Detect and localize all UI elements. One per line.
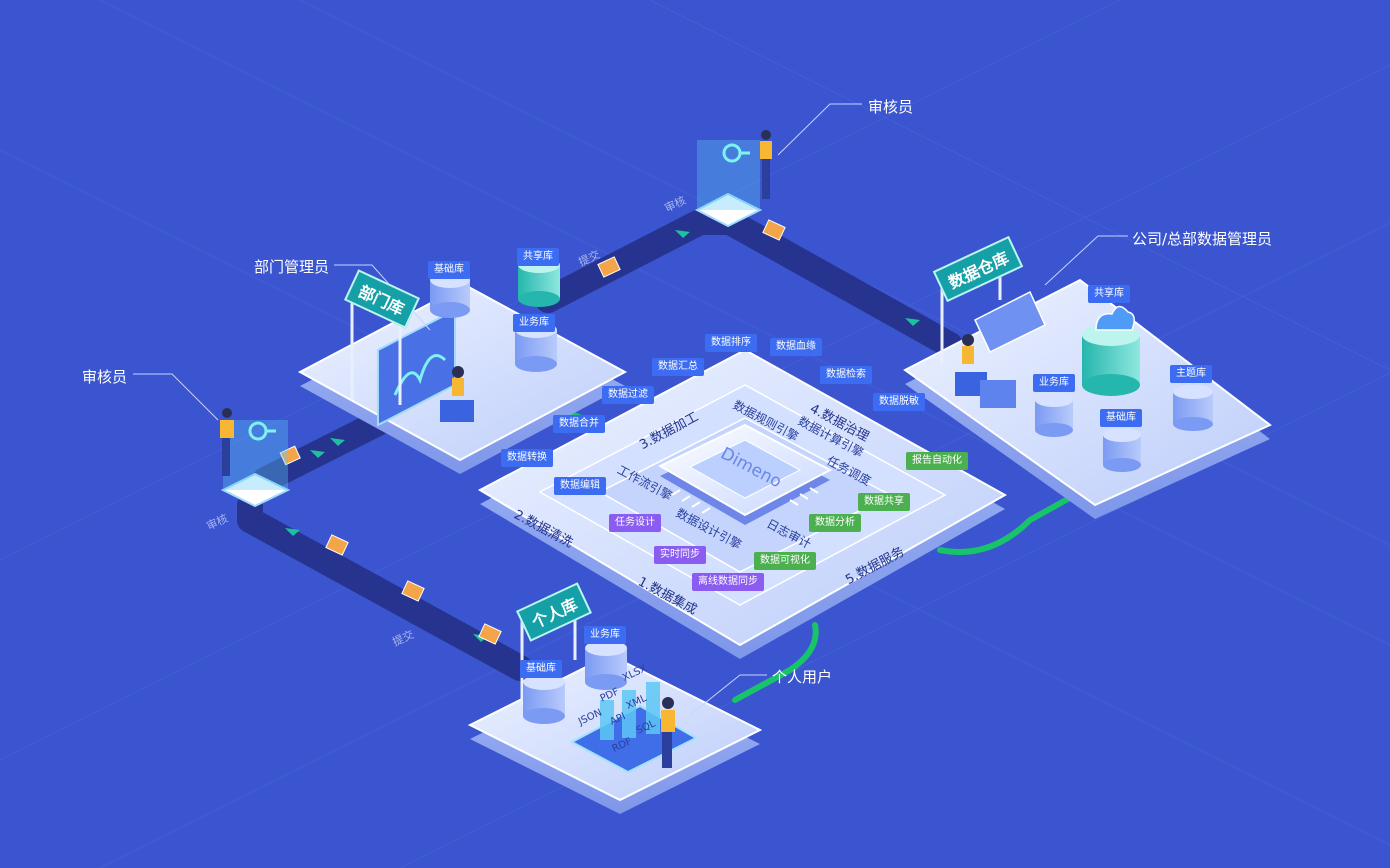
dept-admin-label: 部门管理员 xyxy=(254,258,330,276)
auditor-station-left xyxy=(220,408,291,508)
auditor-station-top xyxy=(694,130,772,228)
tag-offline-sync: 离线数据同步 xyxy=(692,573,764,591)
tag-filter: 数据过滤 xyxy=(602,386,654,404)
warehouse-platform xyxy=(903,255,1272,519)
personal-user-label: 个人用户 xyxy=(772,668,833,686)
dept-biz-db-tag: 业务库 xyxy=(513,314,555,332)
auditor-top-label: 审核员 xyxy=(868,98,914,116)
tag-visual: 数据可视化 xyxy=(754,552,816,570)
database-icon xyxy=(430,257,560,372)
database-icon xyxy=(1035,305,1213,472)
tag-analysis: 数据分析 xyxy=(809,514,861,532)
tag-edit: 数据编辑 xyxy=(554,477,606,495)
tag-task-design: 任务设计 xyxy=(609,514,661,532)
warehouse-topic-db-tag: 主题库 xyxy=(1170,365,1212,383)
warehouse-biz-db-tag: 业务库 xyxy=(1033,374,1075,392)
personal-biz-db-tag: 业务库 xyxy=(584,626,626,644)
tag-summary: 数据汇总 xyxy=(652,358,704,376)
tag-merge: 数据合并 xyxy=(553,415,605,433)
personal-base-db-tag: 基础库 xyxy=(520,660,562,678)
dept-shared-db-tag: 共享库 xyxy=(517,248,559,266)
database-icon xyxy=(523,640,627,724)
tag-search: 数据检索 xyxy=(820,366,872,384)
warehouse-shared-db-tag: 共享库 xyxy=(1088,285,1130,303)
tag-desensitize: 数据脱敏 xyxy=(873,393,925,411)
tag-convert: 数据转换 xyxy=(501,449,553,467)
data-flow-road xyxy=(237,209,963,681)
company-admin-label: 公司/总部数据管理员 xyxy=(1132,230,1273,248)
dept-base-db-tag: 基础库 xyxy=(428,261,470,279)
tag-report: 报告自动化 xyxy=(906,452,968,470)
tag-share: 数据共享 xyxy=(858,493,910,511)
tag-sort: 数据排序 xyxy=(705,334,757,352)
envelope-icon xyxy=(279,219,786,645)
auditor-left-label: 审核员 xyxy=(82,368,128,386)
tag-lineage: 数据血缘 xyxy=(770,338,822,356)
center-platform xyxy=(477,348,1008,659)
warehouse-base-db-tag: 基础库 xyxy=(1100,409,1142,427)
tag-realtime-sync: 实时同步 xyxy=(654,546,706,564)
